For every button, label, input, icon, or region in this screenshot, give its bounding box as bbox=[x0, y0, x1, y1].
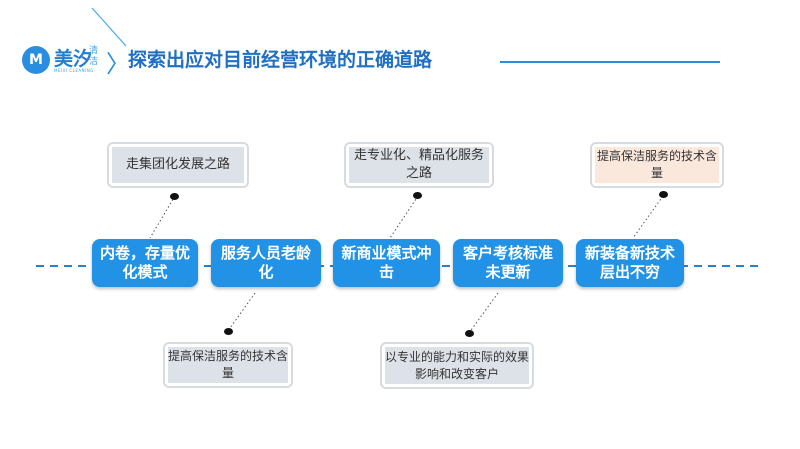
logo-mark: M bbox=[22, 46, 50, 74]
connector-dot bbox=[224, 328, 233, 335]
timeline-node-2: 服务人员老龄化 bbox=[211, 239, 321, 287]
connector-line bbox=[468, 292, 499, 334]
logo-name: 美汐 bbox=[54, 48, 93, 70]
connector-dot bbox=[413, 192, 422, 199]
connector-dot bbox=[170, 193, 179, 200]
callout-bottom-1: 提高保洁服务的技术含量 bbox=[163, 342, 293, 388]
logo-name-small: 清洁 bbox=[89, 46, 99, 67]
callout-text: 走专业化、精品化服务之路 bbox=[349, 147, 489, 183]
connector-dot bbox=[465, 330, 474, 337]
logo-subtitle: MEIXI CLEANING bbox=[54, 68, 94, 73]
timeline-node-1: 内卷，存量优化模式 bbox=[92, 239, 198, 287]
timeline-node-5: 新装备新技术层出不穷 bbox=[576, 239, 684, 287]
timeline-node-4: 客户考核标准未更新 bbox=[453, 239, 563, 287]
page-title: 探索出应对目前经营环境的正确道路 bbox=[128, 49, 433, 71]
timeline-node-3: 新商业模式冲击 bbox=[333, 239, 440, 287]
callout-text: 走集团化发展之路 bbox=[112, 147, 244, 183]
callout-top-1: 走集团化发展之路 bbox=[107, 142, 249, 188]
connector-line bbox=[149, 195, 176, 239]
callout-text: 提高保洁服务的技术含量 bbox=[595, 147, 719, 183]
chevron-right-icon: 〉 bbox=[106, 50, 130, 78]
callout-text: 以专业的能力和实际的效果影响和改变客户 bbox=[385, 347, 529, 384]
connector-line bbox=[632, 195, 664, 239]
title-underline bbox=[500, 61, 720, 63]
callout-text: 提高保洁服务的技术含量 bbox=[168, 347, 288, 383]
callout-bottom-2: 以专业的能力和实际的效果影响和改变客户 bbox=[380, 342, 534, 389]
header-slash-line bbox=[91, 7, 127, 47]
connector-line bbox=[389, 195, 419, 239]
callout-top-3: 提高保洁服务的技术含量 bbox=[590, 142, 724, 188]
connector-line bbox=[227, 292, 256, 332]
connector-dot bbox=[659, 191, 668, 198]
callout-top-2: 走专业化、精品化服务之路 bbox=[344, 142, 494, 188]
